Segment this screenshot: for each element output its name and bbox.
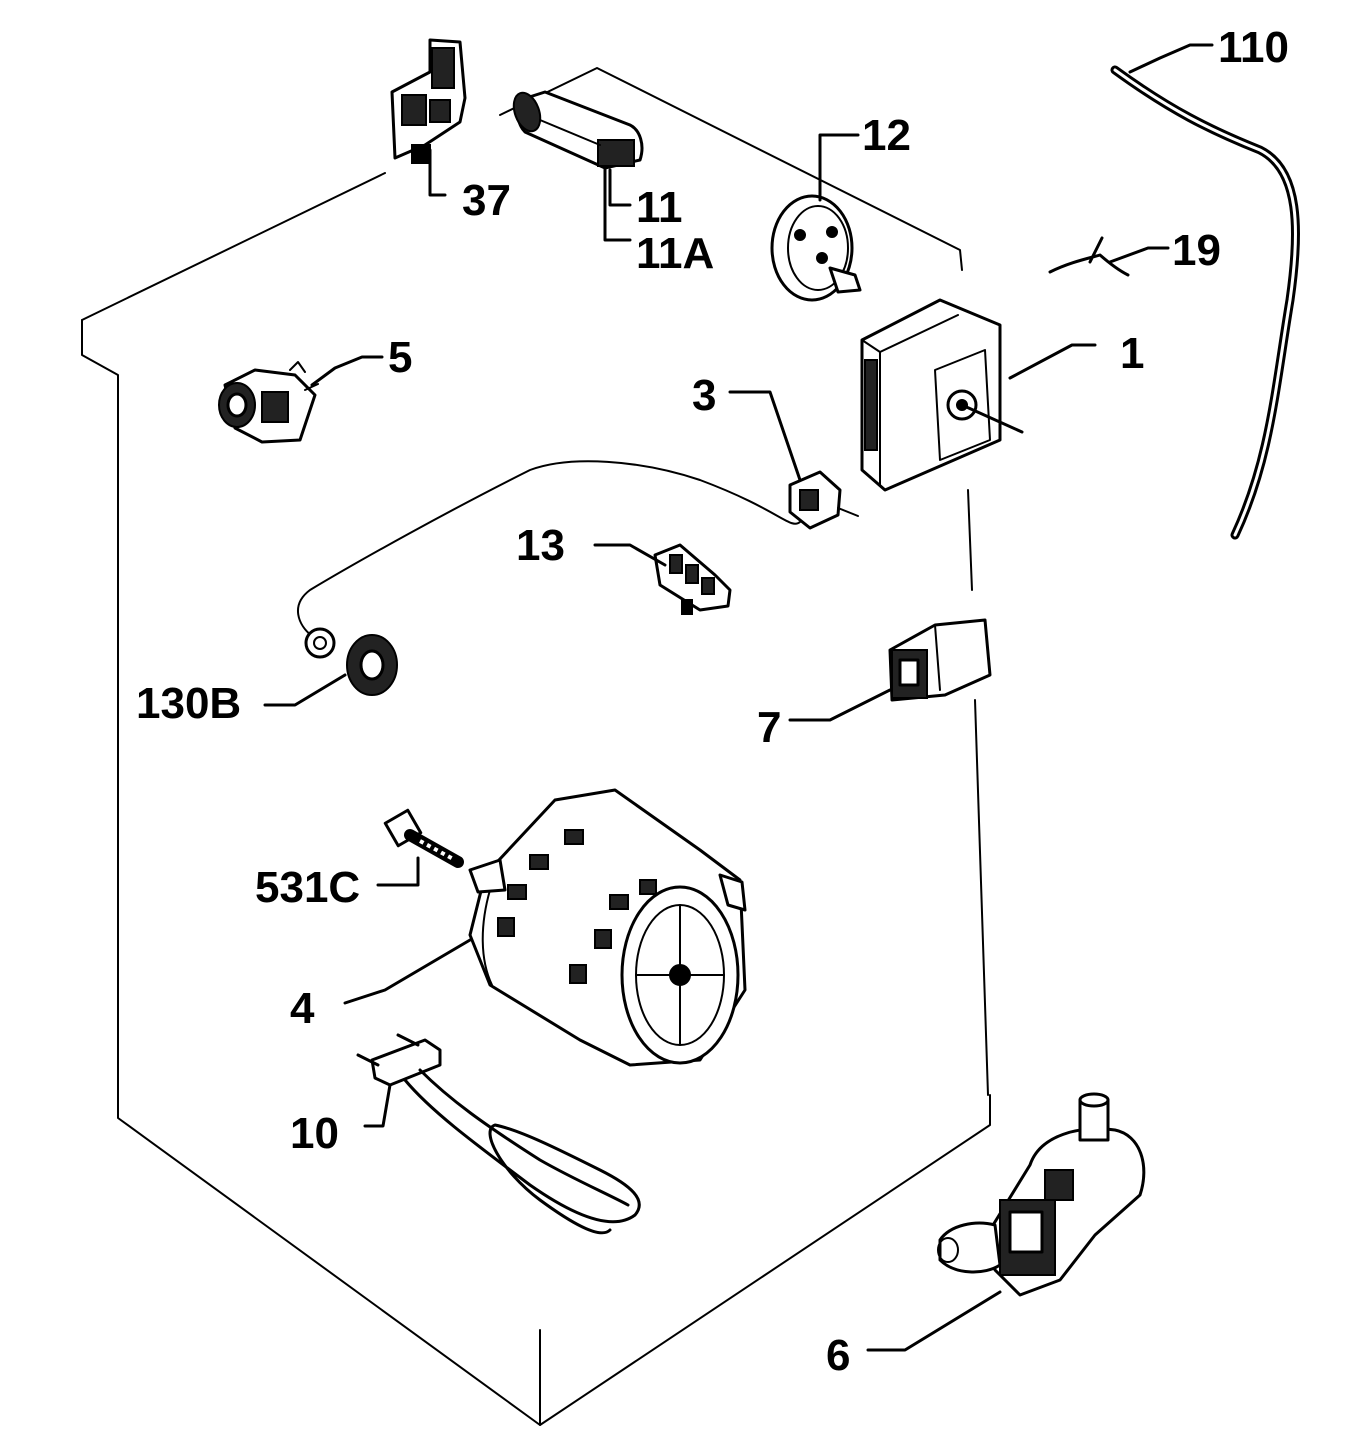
grommet-part-130b (304, 627, 398, 696)
callout-13: 13 (516, 521, 565, 570)
water-valve-part-5 (218, 361, 319, 444)
callout-12: 12 (862, 111, 911, 160)
callout-531c: 531C (255, 863, 360, 912)
callout-37: 37 (462, 176, 511, 225)
heater-part-10 (356, 1033, 641, 1235)
callout-6: 6 (826, 1331, 850, 1380)
drain-pump-part-6 (937, 1092, 1146, 1297)
callout-1: 1 (1120, 329, 1144, 378)
callout-19: 19 (1172, 226, 1221, 275)
timer-part-1 (860, 298, 1024, 492)
pressure-switch-part-12 (770, 194, 862, 302)
filter-part-37 (390, 38, 467, 164)
callout-110: 110 (1218, 23, 1289, 72)
suppressor-part-7 (888, 618, 992, 702)
cabinet-outline (81, 67, 991, 1426)
callout-130b: 130B (136, 679, 241, 728)
clip-part-19 (1048, 236, 1130, 277)
callout-5: 5 (388, 333, 412, 382)
motor-part-4 (468, 788, 747, 1067)
terminal-block-part-13 (653, 543, 732, 615)
capacitor-part-11 (512, 90, 644, 170)
hose-part-110 (1110, 65, 1301, 540)
bolt-part-531c (383, 808, 464, 868)
callout-labels: 110 37 11 11A 12 19 5 1 3 13 130B 7 531C… (136, 23, 1289, 1380)
callout-11: 11 (636, 183, 683, 232)
callout-10: 10 (290, 1109, 339, 1158)
callout-4: 4 (290, 984, 315, 1033)
leader-lines (263, 43, 1214, 1352)
callout-7: 7 (757, 703, 781, 752)
door-lock-part-3 (296, 460, 859, 637)
callout-11a: 11A (636, 229, 714, 278)
callout-3: 3 (692, 371, 716, 420)
